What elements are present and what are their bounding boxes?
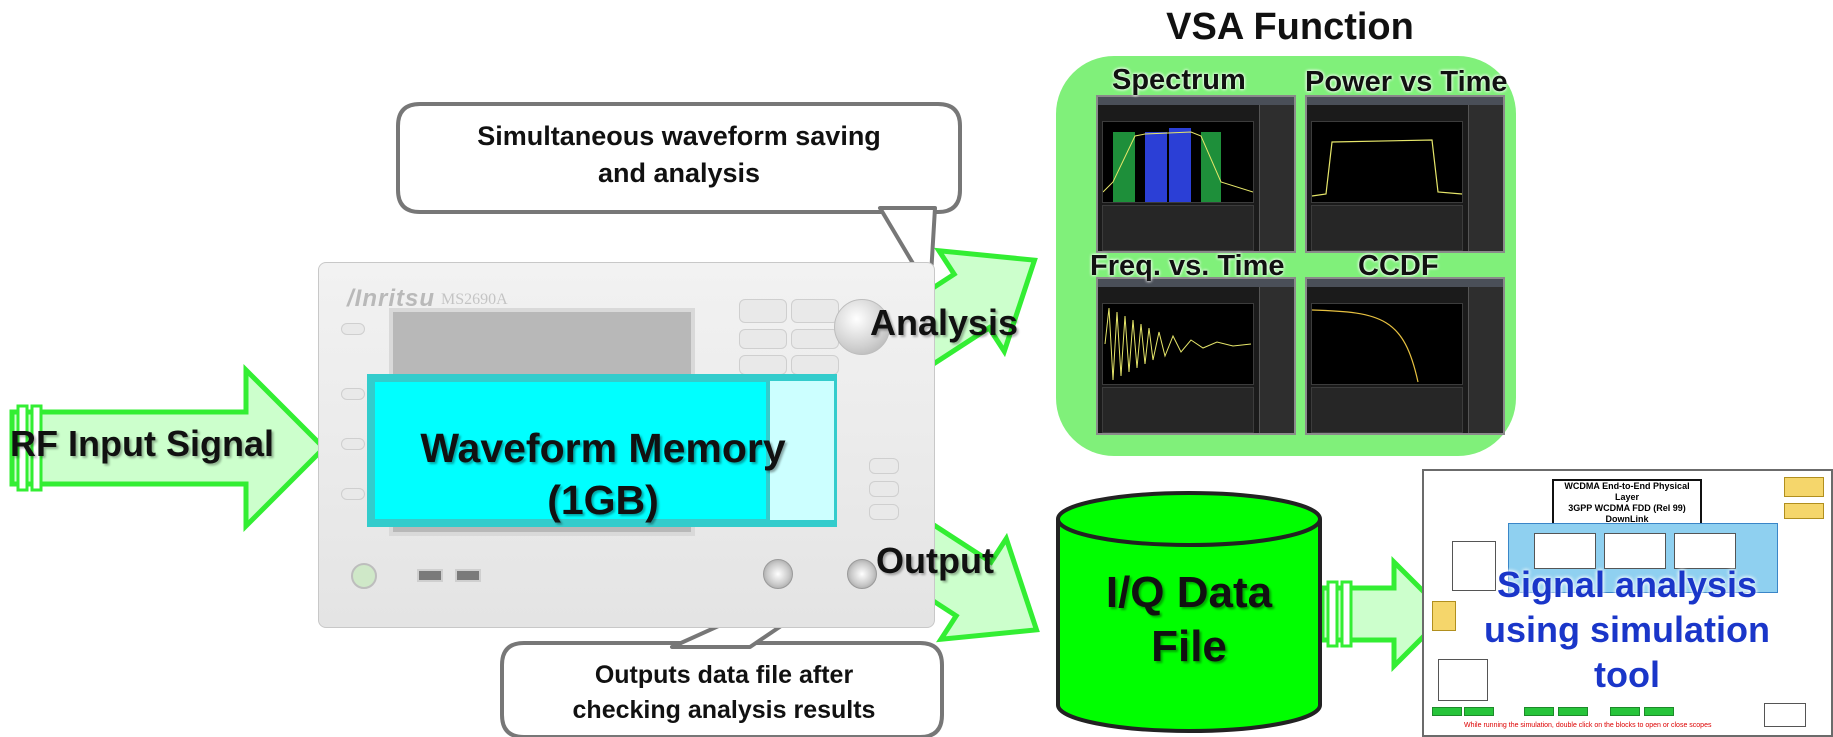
vsa-title: VSA Function [1166,6,1414,48]
simulation-label: Signal analysis using simulation tool [1472,562,1782,697]
sim-scope [1464,707,1494,716]
simulation-label-line2: using simulation [1483,609,1770,650]
waveform-memory-line2: (1GB) [547,477,659,523]
simulation-title-line1: WCDMA End-to-End Physical Layer [1564,481,1690,502]
ccdf-label: CCDF [1358,250,1439,282]
output-label: Output [876,540,994,581]
callout-top-text: Simultaneous waveform saving and analysi… [404,118,954,192]
freq-trace [1104,307,1252,381]
simulation-title-line2: 3GPP WCDMA FDD (Rel 99) DownLink [1568,503,1686,524]
simulation-label-line1: Signal analysis [1496,564,1758,605]
rf-output-connector [763,559,793,589]
iq-data-file-line2: File [1151,622,1227,671]
freq-vs-time-screen [1096,277,1296,435]
spectrum-screen [1096,95,1296,253]
simulation-screenshot: WCDMA End-to-End Physical Layer 3GPP WCD… [1422,469,1833,737]
spectrum-trace [1102,128,1254,202]
spectrum-label: Spectrum [1112,64,1246,96]
sim-block-yellow [1784,503,1824,519]
sim-block [1674,533,1736,569]
panel-button [739,299,787,323]
panel-button [341,388,365,400]
waveform-memory-stripe [766,381,834,520]
sim-scope [1558,707,1588,716]
instrument-brand: /Inritsu [347,285,436,312]
ccdf-screen [1305,277,1505,435]
iq-cylinder-body [1056,519,1322,733]
sim-block [1452,541,1496,591]
sim-block-yellow [1784,477,1824,497]
waveform-memory-label: Waveform Memory (1GB) [380,422,826,526]
iq-cylinder-top [1056,491,1322,547]
instrument-model: MS2690A [441,291,508,308]
simulation-title-box: WCDMA End-to-End Physical Layer 3GPP WCD… [1552,479,1702,527]
sim-block [1764,703,1806,727]
rf-input-connector [847,559,877,589]
panel-button [739,329,787,349]
callout-top-line1: Simultaneous waveform saving [477,121,881,151]
rf-input-label: RF Input Signal [10,423,274,464]
callout-bottom-bubble [500,641,944,737]
callout-bottom-line2: checking analysis results [572,696,876,724]
iq-data-file-label: I/Q Data File [1058,566,1320,674]
panel-button [791,329,839,349]
sim-block [1534,533,1596,569]
ccdf-trace [1311,309,1419,383]
usb-port [455,569,481,582]
sim-scope [1432,707,1462,716]
iq-data-file-line1: I/Q Data [1105,568,1273,617]
iq-to-sim-arrow [1319,555,1450,673]
callout-bottom-line1: Outputs data file after [594,661,854,689]
sim-scope [1524,707,1554,716]
sim-block [1604,533,1666,569]
panel-button [341,438,365,450]
panel-button [869,481,899,497]
rf-input-arrow [9,363,328,533]
sim-scope [1644,707,1674,716]
panel-button [791,355,839,375]
waveform-memory-line1: Waveform Memory [420,425,786,471]
callout-bottom-text: Outputs data file after checking analysi… [508,658,940,728]
freq-vs-time-label: Freq. vs. Time [1090,250,1285,282]
rotary-knob [834,299,890,355]
panel-button [739,355,787,375]
sim-scope [1610,707,1640,716]
panel-button [341,323,365,335]
analysis-label: Analysis [870,302,1019,343]
panel-button [869,458,899,474]
simulation-footer: While running the simulation, double cli… [1464,722,1712,729]
sim-block [1438,659,1488,701]
callout-top-bubble [396,102,962,214]
power-vs-time-label: Power vs Time [1305,66,1508,98]
power-vs-time-screen [1305,95,1505,253]
panel-button [791,299,839,323]
usb-port [417,569,443,582]
sim-block-yellow [1432,601,1456,631]
simulation-label-line3: tool [1594,654,1660,695]
waveform-memory-box [367,374,837,527]
power-trace [1311,139,1463,197]
panel-button [341,488,365,500]
callout-top-line2: and analysis [597,158,761,188]
panel-button [869,504,899,520]
power-button [351,563,377,589]
